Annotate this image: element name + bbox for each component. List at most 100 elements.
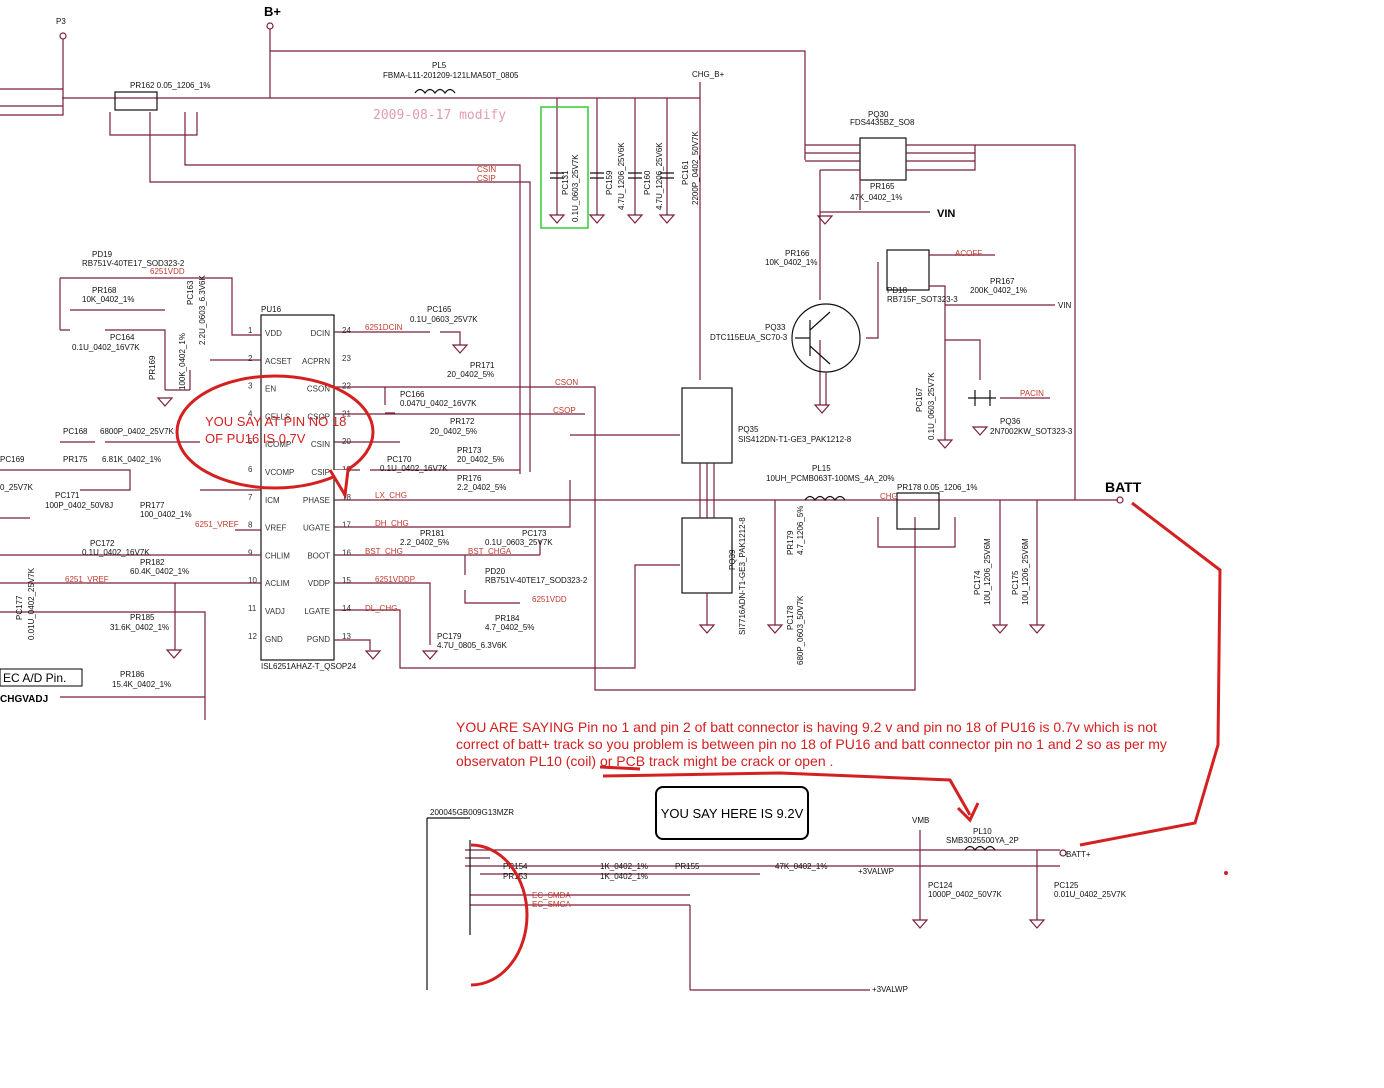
net-csin: CSIN bbox=[477, 165, 496, 174]
net-bst-chga: BST_CHGA bbox=[468, 547, 512, 556]
pc175-ref: PC175 bbox=[1011, 570, 1020, 595]
pc160-value: 4.7U_1206_25V6K bbox=[655, 142, 664, 210]
pc166-value: 0.047U_0402_16V7K bbox=[400, 399, 477, 408]
pu16-pin-num: 6 bbox=[248, 465, 253, 474]
pc169-value: 0_25V7K bbox=[0, 483, 34, 492]
pu16-pin-cson: CSON bbox=[307, 385, 330, 394]
net-6251vddp: 6251VDDP bbox=[375, 575, 415, 584]
pq30-value: FDS4435BZ_SO8 bbox=[850, 118, 915, 127]
pc131-ref: PC131 bbox=[561, 170, 570, 195]
pu16-pin-num: 14 bbox=[342, 604, 351, 613]
pr175-value: 6.81K_0402_1% bbox=[102, 455, 161, 464]
pd20-value: RB751V-40TE17_SOD323-2 bbox=[485, 576, 588, 585]
pl10-ref: PL10 bbox=[973, 827, 992, 836]
pc179-value: 4.7U_0805_6.3V6K bbox=[437, 641, 508, 650]
annotation-strokes bbox=[175, 374, 1222, 987]
pr169-ref: PR169 bbox=[148, 355, 157, 380]
pc165-ref: PC165 bbox=[427, 305, 452, 314]
net-bst-chg: BST_CHG bbox=[365, 547, 403, 556]
pr176-value: 2.2_0402_5% bbox=[457, 483, 506, 492]
pr154-value: 1K_0402_1% bbox=[600, 862, 648, 871]
net-dl-chg: DL_CHG bbox=[365, 604, 397, 613]
net-cson: CSON bbox=[555, 378, 578, 387]
net-labels: B+ P3 CHG_B+ VIN VIN BATT ACOFF PACIN CS… bbox=[0, 4, 1142, 994]
pl5-value: FBMA-L11-201209-121LMA50T_0805 bbox=[383, 71, 519, 80]
annotation-pin18: YOU SAY AT PIN NO 18 OF PU16 IS 0.7V bbox=[205, 414, 347, 446]
pr172-ref: PR172 bbox=[450, 417, 475, 426]
pr178-label: PR178 0.05_1206_1% bbox=[897, 483, 978, 492]
pr153-value: 1K_0402_1% bbox=[600, 872, 648, 881]
pr166-ref: PR166 bbox=[785, 249, 810, 258]
pr176-ref: PR176 bbox=[457, 474, 482, 483]
pu16-pin-cells: CELLS bbox=[265, 412, 290, 421]
pr182-ref: PR182 bbox=[140, 558, 165, 567]
pc161-ref: PC161 bbox=[681, 160, 690, 185]
pr168-value: 10K_0402_1% bbox=[82, 295, 135, 304]
pc174-value: 10U_1206_25V6M bbox=[983, 538, 992, 605]
net-batt-plus: BATT+ bbox=[1066, 850, 1091, 859]
pu16-pin-ugate: UGATE bbox=[303, 524, 330, 533]
net-dh-chg: DH_CHG bbox=[375, 519, 409, 528]
net-batt: BATT bbox=[1105, 479, 1142, 495]
net-csop: CSOP bbox=[553, 406, 576, 415]
net-6251vdd-c: 6251VDD bbox=[532, 595, 567, 604]
pu16-pin-vdd: VDD bbox=[265, 329, 282, 338]
pu16-pin-num: 13 bbox=[342, 632, 351, 641]
net-acoff: ACOFF bbox=[955, 249, 982, 258]
pu16-pin-vddp: VDDP bbox=[308, 579, 330, 588]
annotation-here-box: YOU SAY HERE IS 9.2V bbox=[655, 786, 809, 840]
pq39-ref: PQ39 bbox=[728, 549, 737, 570]
pr166-value: 10K_0402_1% bbox=[765, 258, 818, 267]
pu16-pin-vcomp: VCOMP bbox=[265, 468, 294, 477]
pr184-value: 4.7_0402_5% bbox=[485, 623, 534, 632]
svg-text:PL5: PL5 bbox=[432, 61, 447, 70]
modify-note: 2009-08-17 modify bbox=[373, 108, 506, 123]
pc175-value: 10U_1206_25V6M bbox=[1021, 538, 1030, 605]
pu16-pin-icomp: ICOMP bbox=[265, 440, 291, 449]
pr171-value: 20_0402_5% bbox=[447, 370, 494, 379]
pc166-ref: PC166 bbox=[400, 390, 425, 399]
pu16-pin-chlim: CHLIM bbox=[265, 551, 290, 560]
cap-group-top bbox=[550, 82, 701, 380]
pu16-pin-vadj: VADJ bbox=[265, 607, 285, 616]
pu16-pin-csip: CSIP bbox=[311, 468, 330, 477]
pc167-value: 0.1U_0603_25V7K bbox=[927, 372, 936, 440]
pr168-ref: PR168 bbox=[92, 286, 117, 295]
pu16-pin-pgnd: PGND bbox=[307, 635, 330, 644]
pu16-pin-gnd: GND bbox=[265, 635, 283, 644]
pc168-value: 6800P_0402_25V7K bbox=[100, 427, 175, 436]
net-ec-smda: EC_SMDA bbox=[532, 891, 571, 900]
pc125-ref: PC125 bbox=[1054, 881, 1079, 890]
pu16-pin-en: EN bbox=[265, 385, 276, 394]
pq35-ref: PQ35 bbox=[738, 425, 759, 434]
pr181-value: 2.2_0402_5% bbox=[400, 538, 449, 547]
net-pacin: PACIN bbox=[1020, 389, 1044, 398]
net-3valwp-2: +3VALWP bbox=[872, 985, 908, 994]
pu16-pin-num: 3 bbox=[248, 382, 253, 391]
pu16-pin-dcin: DCIN bbox=[310, 329, 330, 338]
pc164-value: 0.1U_0402_16V7K bbox=[72, 343, 140, 352]
pr167-ref: PR167 bbox=[990, 277, 1015, 286]
annotation-main: YOU ARE SAYING Pin no 1 and pin 2 of bat… bbox=[456, 719, 1167, 769]
pr185-value: 31.6K_0402_1% bbox=[110, 623, 169, 632]
pr175-ref: PR175 bbox=[63, 455, 88, 464]
pr167-value: 200K_0402_1% bbox=[970, 286, 1027, 295]
net-vmb: VMB bbox=[912, 816, 929, 825]
pc174-ref: PC174 bbox=[973, 570, 982, 595]
pr173-ref: PR173 bbox=[457, 446, 482, 455]
pr179-value: 4.7_1206_5% bbox=[796, 506, 805, 555]
pu16-pin-num: 16 bbox=[342, 548, 351, 557]
pr182-value: 60.4K_0402_1% bbox=[130, 567, 189, 576]
pr179-ref: PR179 bbox=[786, 530, 795, 555]
ground-symbols bbox=[156, 214, 1046, 929]
net-chg-bplus: CHG_B+ bbox=[692, 70, 725, 79]
pd18-ref: PD18 bbox=[887, 286, 908, 295]
pr155-value: 47K_0402_1% bbox=[775, 862, 828, 871]
pc164-ref: PC164 bbox=[110, 333, 135, 342]
pc125-value: 0.01U_0402_25V7K bbox=[1054, 890, 1127, 899]
pu16-pin-aclim: ACLIM bbox=[265, 579, 290, 588]
pr186-value: 15.4K_0402_1% bbox=[112, 680, 171, 689]
pq39-value: SI7716ADN-T1-GE3_PAK1212-8 bbox=[738, 517, 747, 635]
component-labels: PL5 FBMA-L11-201209-121LMA50T_0805 PR162… bbox=[0, 61, 1127, 899]
